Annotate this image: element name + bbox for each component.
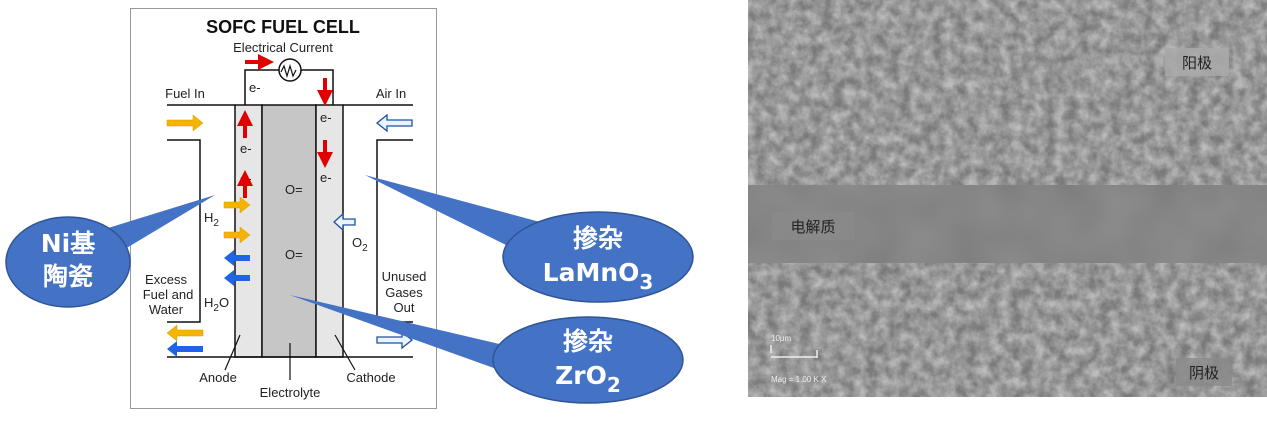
callout-text: LaMnO3 [543, 258, 654, 294]
callout-anode: Ni基 陶瓷 [5, 195, 215, 308]
fuel-in-label: Fuel In [165, 86, 205, 101]
arrow-left-icon [375, 113, 413, 133]
scale-bar [770, 345, 818, 358]
arrow-right-icon [166, 114, 204, 132]
callout-text: ZrO2 [555, 361, 621, 397]
circuit-wire [244, 69, 334, 105]
callout-bubble [5, 216, 131, 308]
label-box [1176, 358, 1232, 386]
unused-label: Out [394, 300, 415, 315]
callout-pointer [95, 195, 215, 252]
label-box [1165, 48, 1229, 76]
electron-arrows [237, 54, 333, 198]
air-arrows [333, 113, 414, 350]
label-box [772, 212, 854, 240]
arrow-right-icon [223, 196, 251, 214]
callout-text: 陶瓷 [43, 262, 93, 291]
arrow-left-icon [333, 212, 356, 232]
electron-label: e- [249, 80, 261, 95]
arrow-left-icon [166, 324, 204, 342]
oxide-ion-label: O= [285, 182, 303, 197]
arrow-right-icon [223, 226, 251, 244]
arrow-right-icon [376, 330, 414, 350]
oxide-ion-label: O= [285, 247, 303, 262]
anode-label: Anode [199, 370, 237, 385]
diagram-title: SOFC FUEL CELL [206, 17, 360, 37]
cathode-layer [315, 104, 344, 358]
magnification-label: Mag = 1.00 K X [771, 375, 827, 384]
arrow-left-icon [167, 341, 203, 357]
electron-label: e- [240, 141, 252, 156]
o2-label: O2 [352, 235, 368, 254]
leader-lines [224, 334, 356, 380]
callout-pointer [290, 295, 525, 372]
air-in-label: Air In [376, 86, 406, 101]
excess-label: Excess [145, 272, 187, 287]
callout-text: 掺杂 [573, 224, 623, 253]
callout-cathode: 掺杂 LaMnO3 [365, 175, 694, 303]
anode-sem-label: 阳极 [1182, 54, 1212, 72]
sofc-diagram: SOFC FUEL CELL Electrical Current Fuel I… [130, 8, 437, 409]
scale-label: 10μm [771, 334, 792, 343]
h2-label: H2 [204, 210, 219, 229]
callout-text: 掺杂 [563, 327, 613, 356]
arrow-left-icon [224, 250, 250, 266]
h2o-label: H2O [204, 295, 229, 314]
electrolyte-label: Electrolyte [260, 385, 321, 400]
excess-label: Fuel and [143, 287, 194, 302]
resistor-zigzag [280, 63, 297, 79]
electron-label: e- [320, 170, 332, 185]
callout-bubble [502, 211, 694, 303]
water-arrows [167, 250, 250, 357]
unused-label: Unused [382, 269, 427, 284]
circuit-label: Electrical Current [233, 40, 333, 55]
electrolyte-layer [261, 104, 317, 358]
callout-electrolyte: 掺杂 ZrO2 [290, 295, 684, 404]
callout-bubble [492, 316, 684, 404]
cathode-sem-label: 阴极 [1189, 364, 1219, 382]
sem-micrograph: 阳极 电解质 阴极 10μm Mag = 1.00 K X [748, 0, 1267, 397]
electrolyte-sem-label: 电解质 [790, 218, 835, 236]
arrow-left-icon [224, 270, 250, 286]
excess-label: Water [149, 302, 184, 317]
cathode-label: Cathode [346, 370, 395, 385]
unused-label: Gases [385, 285, 423, 300]
callout-pointer [365, 175, 540, 252]
fuel-arrows [166, 114, 251, 342]
electron-label: e- [320, 110, 332, 125]
anode-layer [234, 104, 263, 358]
callout-text: Ni基 [41, 229, 96, 258]
resistor-icon [278, 58, 302, 82]
